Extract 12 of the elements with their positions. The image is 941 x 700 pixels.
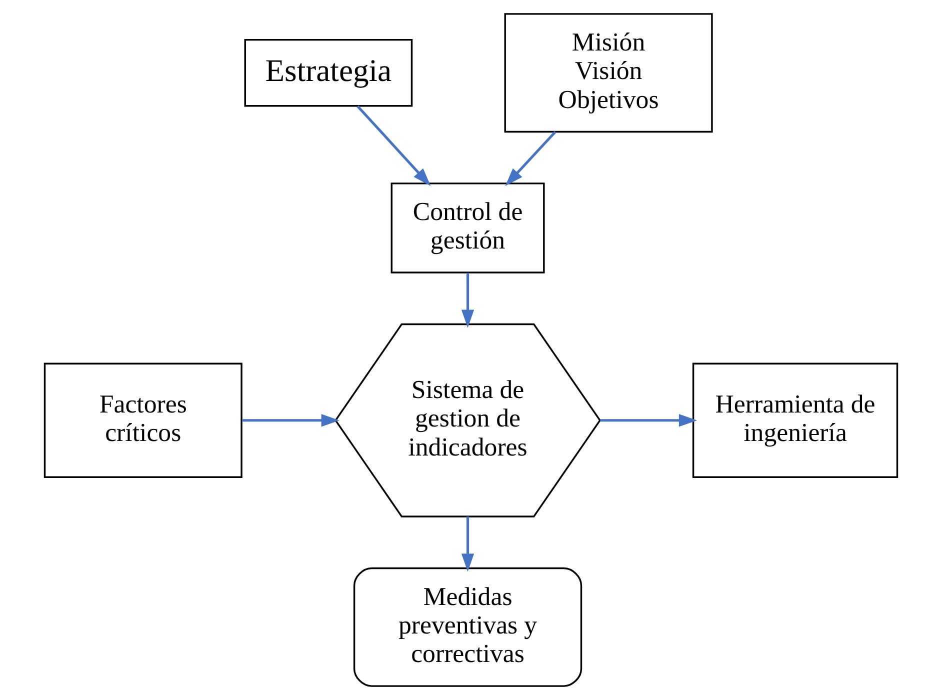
arrow: [460, 272, 474, 328]
arrow: [242, 414, 339, 427]
node-box: Misión Visión Objetivos: [504, 13, 712, 133]
node-box: Estrategia: [244, 38, 412, 107]
arrow: [356, 105, 430, 186]
node-box: Herramienta de ingeniería: [692, 362, 898, 478]
arrow: [504, 130, 556, 186]
arrow: [600, 414, 697, 427]
node-box: Medidas preventivas y correctivas: [352, 567, 582, 687]
arrow: [460, 516, 474, 572]
node-box: Factores críticos: [43, 362, 242, 478]
node-box: Control de gestión: [390, 182, 544, 274]
